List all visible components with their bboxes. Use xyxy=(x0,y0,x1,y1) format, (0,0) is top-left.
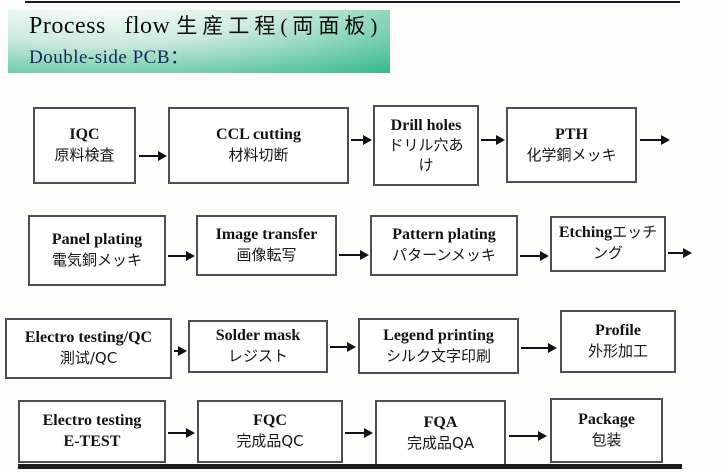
step-label-en: FQA xyxy=(423,413,458,431)
arrow-etest-to-soldermask xyxy=(174,345,187,357)
step-label-en: Electro testing/QC xyxy=(24,329,153,347)
step-label-jp: 包装 xyxy=(591,431,622,450)
step-label-en: Electro testing xyxy=(42,411,142,429)
step-label-jp: パターンメッキ xyxy=(392,246,496,265)
flow-step-solder-mask: Solder mask レジスト xyxy=(188,320,328,373)
arrow-row1-wrap xyxy=(640,134,670,146)
arrowhead-icon xyxy=(178,346,187,356)
arrowhead-icon xyxy=(661,135,670,145)
arrow-drill-to-pth xyxy=(481,134,505,146)
flow-step-fqa: FQA 完成品QA xyxy=(375,400,506,466)
flow-step-panel-plating: Panel plating 電気銅メッキ xyxy=(28,215,166,286)
top-divider xyxy=(25,1,680,3)
arrow-etest-to-fqc xyxy=(168,427,195,439)
arrow-legend-to-profile xyxy=(521,342,557,354)
arrow-soldermask-to-legend xyxy=(330,341,356,353)
arrowhead-icon xyxy=(683,248,692,258)
step-label-en: IQC xyxy=(69,126,100,144)
arrow-row2-wrap xyxy=(668,247,692,259)
step-label-en: Profile xyxy=(595,322,641,340)
flow-step-pth: PTH 化学銅メッキ xyxy=(506,107,637,183)
step-label-en: CCL cutting xyxy=(216,126,301,144)
step-label-en: FQC xyxy=(253,412,287,430)
step-label-en: Solder mask xyxy=(215,327,301,345)
flow-step-etching: Etchingエッチング xyxy=(550,216,666,272)
step-label-en: Panel plating xyxy=(51,231,143,249)
step-label-jp: 完成品QA xyxy=(406,433,475,452)
step-label-jp: 完成品QC xyxy=(236,432,304,451)
page-title-en: Process flow xyxy=(29,13,171,39)
step-label-en: Legend printing xyxy=(383,326,494,344)
arrowhead-icon xyxy=(360,250,369,260)
arrow-pattern-to-etching xyxy=(520,250,549,262)
arrowhead-icon xyxy=(186,251,195,261)
step-label-jp: 原料検査 xyxy=(54,146,115,165)
step-label-jp: 外形加工 xyxy=(587,342,648,361)
arrowhead-icon xyxy=(158,151,167,161)
arrow-fqa-to-package xyxy=(509,430,547,442)
step-label-en: Package xyxy=(578,411,635,429)
flow-step-iqc: IQC 原料検査 xyxy=(33,107,136,184)
flow-step-package: Package 包装 xyxy=(550,398,663,463)
step-label-en: Drill holes xyxy=(390,116,462,134)
arrowhead-icon xyxy=(496,135,505,145)
step-label-en-sub: E-TEST xyxy=(63,432,121,450)
step-label-jp: 電気銅メッキ xyxy=(51,251,142,270)
step-label-jp: シルク文字印刷 xyxy=(385,346,491,365)
flow-step-fqc: FQC 完成品QC xyxy=(197,400,343,463)
step-label-jp: エッチング xyxy=(592,223,658,262)
flow-step-electro-testing-etest: Electro testing E-TEST xyxy=(18,400,166,463)
arrowhead-icon xyxy=(186,428,195,438)
arrow-panel-to-image xyxy=(168,250,195,262)
arrow-iqc-to-ccl xyxy=(139,150,167,162)
bottom-divider xyxy=(18,464,682,469)
arrowhead-icon xyxy=(548,343,557,353)
step-label-jp: 画像転写 xyxy=(236,246,297,265)
arrowhead-icon xyxy=(363,135,372,145)
flow-step-ccl-cutting: CCL cutting 材料切断 xyxy=(168,107,349,184)
flow-step-profile: Profile 外形加工 xyxy=(560,310,676,373)
step-label-en: Image transfer xyxy=(215,226,318,244)
step-label-en: Pattern plating xyxy=(392,226,496,244)
arrowhead-icon xyxy=(540,251,549,261)
page-title-cjk: 生産工程(両面板) xyxy=(176,14,383,38)
arrow-ccl-to-drill xyxy=(351,134,372,146)
flow-step-drill-holes: Drill holes ドリル穴あけ xyxy=(373,105,479,186)
flow-step-electro-testing-qc: Electro testing/QC 測试/QC xyxy=(5,318,172,379)
step-label-en: PTH xyxy=(555,125,588,143)
step-label-jp: 測试/QC xyxy=(59,349,118,368)
step-label-en: Etching xyxy=(558,224,613,242)
step-label-jp: レジスト xyxy=(227,347,288,366)
step-label-jp: ドリル穴あけ xyxy=(388,136,464,174)
flow-step-image-transfer: Image transfer 画像転写 xyxy=(196,215,337,276)
flow-step-legend-printing: Legend printing シルク文字印刷 xyxy=(358,318,519,374)
arrow-image-to-pattern xyxy=(339,249,369,261)
step-label-jp: 材料切断 xyxy=(228,146,289,165)
step-label-jp: 化学銅メッキ xyxy=(526,145,617,164)
arrowhead-icon xyxy=(538,431,547,441)
page-subtitle: Double-side PCB： xyxy=(29,47,190,69)
arrow-fqc-to-fqa xyxy=(345,427,373,439)
arrowhead-icon xyxy=(347,342,356,352)
flow-step-pattern-plating: Pattern plating パターンメッキ xyxy=(370,215,518,276)
arrowhead-icon xyxy=(364,428,373,438)
